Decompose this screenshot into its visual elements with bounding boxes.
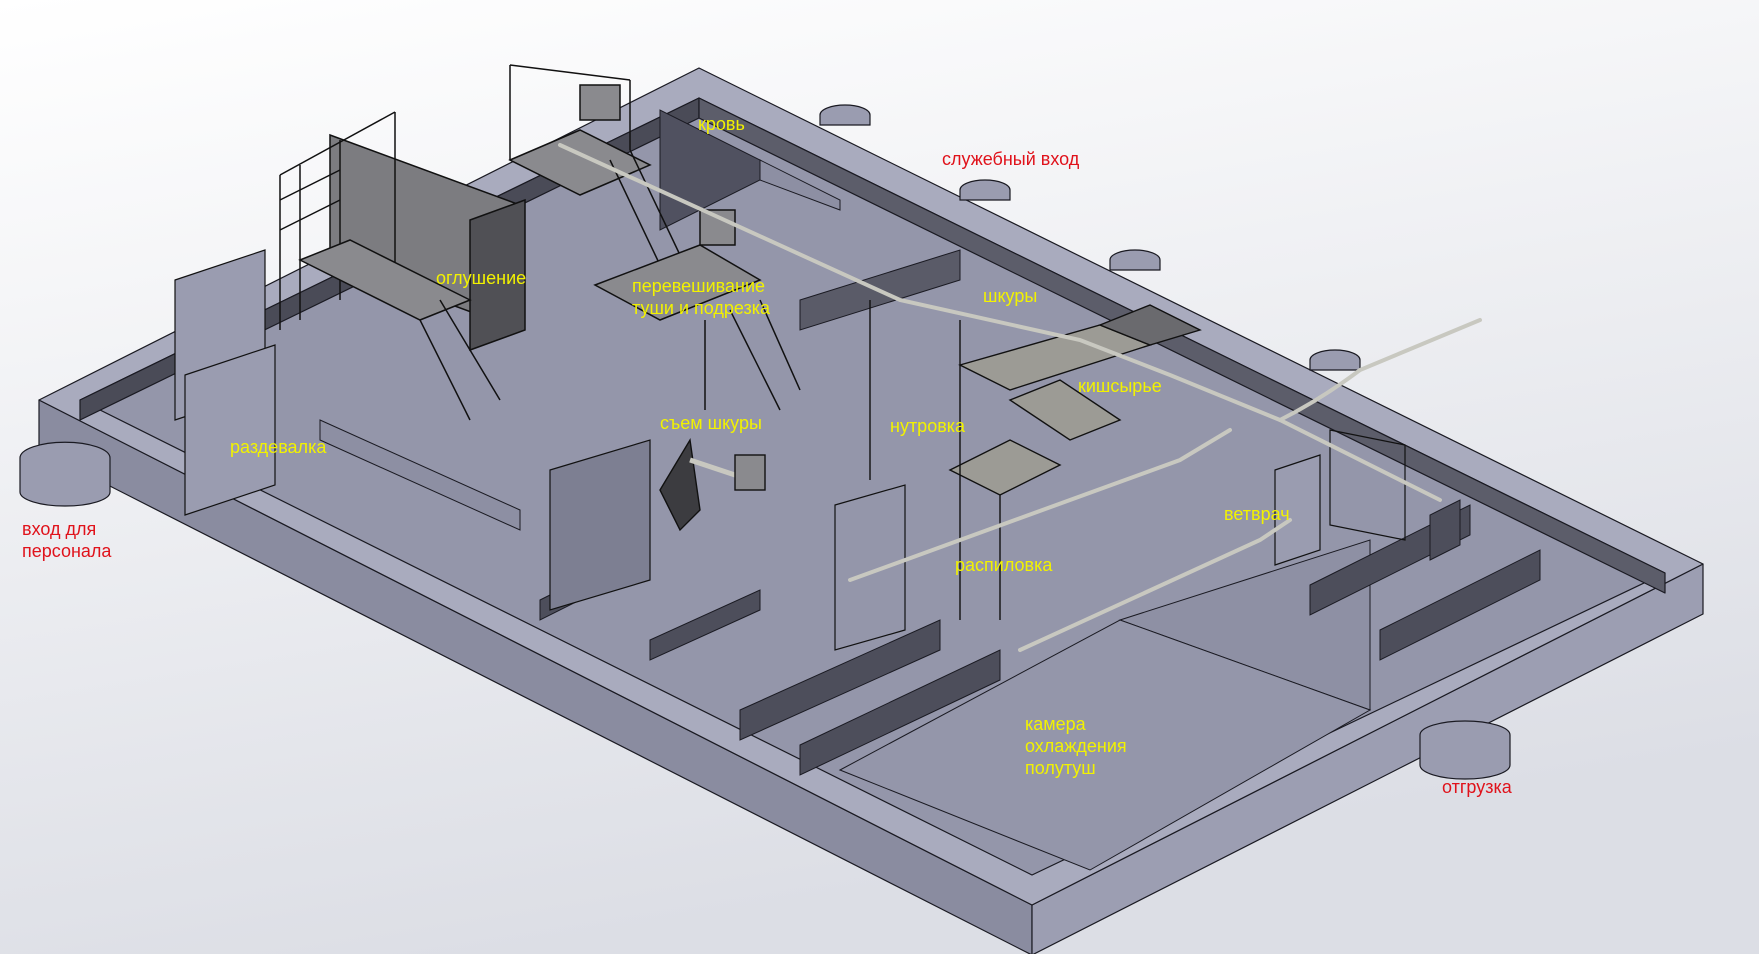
- label-sawing: распиловка: [955, 555, 1053, 575]
- upper-stair: [609, 159, 661, 266]
- locker-vet: [1274, 454, 1321, 566]
- shelf-vet: [1329, 429, 1406, 541]
- label-rehanging: перевешивание туши и подрезка: [632, 275, 770, 319]
- hide-machine-motor: [734, 454, 766, 491]
- staff-entrance-step: [19, 441, 111, 507]
- lockers: [174, 249, 1406, 651]
- mid-control-box: [699, 209, 736, 246]
- label-offal: кишсырье: [1078, 376, 1162, 396]
- offal-grate: [1098, 304, 1202, 346]
- offal-rail: [1278, 318, 1482, 422]
- service-step-3: [1109, 249, 1161, 271]
- interior-wall-back-right: [698, 97, 1666, 594]
- label-evisceration: нутровка: [890, 416, 966, 436]
- label-vet: ветврач: [1224, 504, 1290, 524]
- label-stunning: оглушение: [436, 268, 527, 288]
- upper-control-box: [579, 84, 621, 121]
- service-step-1: [819, 104, 871, 126]
- sawing-rail-1: [848, 428, 1232, 582]
- evisceration-line: [869, 300, 1202, 620]
- chill-room: [838, 619, 1372, 871]
- locker-row-2: [184, 344, 276, 516]
- partition-walls: [319, 109, 1541, 776]
- label-staff-entrance: вход для персонала: [22, 518, 111, 562]
- stunning-box: [279, 111, 526, 421]
- shipping-step: [1419, 720, 1511, 780]
- sawing-rail-2: [1018, 518, 1292, 652]
- hide-removal-machine: [659, 437, 766, 532]
- chill-room-floor: [838, 619, 1372, 871]
- evisceration-table: [1008, 379, 1122, 441]
- stunning-stair: [419, 319, 471, 421]
- shelf-sawing: [834, 484, 906, 651]
- label-staff-entrance-line-1: вход для: [22, 519, 97, 539]
- label-hide-removal: съем шкуры: [660, 413, 762, 433]
- label-staff-entrance-line-2: персонала: [22, 541, 112, 561]
- label-chill-room-line-2: охлаждения: [1025, 736, 1127, 756]
- wall-bottom-mid: [649, 589, 761, 661]
- upper-platform: [508, 129, 652, 196]
- label-chill-room-line-3: полутуш: [1025, 758, 1096, 778]
- rehanging-platform: [508, 64, 801, 411]
- main-rail: [558, 143, 1442, 502]
- wall-blood-room-long: [759, 159, 841, 211]
- label-hides: шкуры: [983, 286, 1038, 306]
- label-chill-room: камера охлаждения полутуш: [1025, 713, 1127, 779]
- mid-stair: [729, 309, 781, 411]
- wall-chill-1: [739, 619, 941, 741]
- sawing-table: [948, 439, 1062, 496]
- label-rehanging-line-1: перевешивание: [632, 276, 766, 296]
- wall-chill-2: [799, 649, 1001, 776]
- overhead-rails: [558, 143, 1482, 652]
- wall-right-2: [1379, 549, 1541, 661]
- label-locker-room: раздевалка: [230, 437, 327, 457]
- mid-platform: [593, 244, 762, 321]
- locker-row-3: [549, 439, 651, 611]
- label-blood: кровь: [698, 114, 745, 134]
- stunning-box-door: [469, 198, 526, 352]
- wall-locker: [319, 419, 521, 531]
- label-service-entrance: служебный вход: [942, 149, 1080, 169]
- service-step-4: [1309, 349, 1361, 371]
- stunning-platform: [298, 239, 472, 321]
- entrances: [19, 104, 1511, 780]
- wall-vet: [1429, 499, 1461, 561]
- service-step-2: [959, 179, 1011, 201]
- label-chill-room-line-1: камера: [1025, 714, 1086, 734]
- label-rehanging-line-2: туши и подрезка: [632, 298, 771, 318]
- label-shipping: отгрузка: [1442, 777, 1512, 797]
